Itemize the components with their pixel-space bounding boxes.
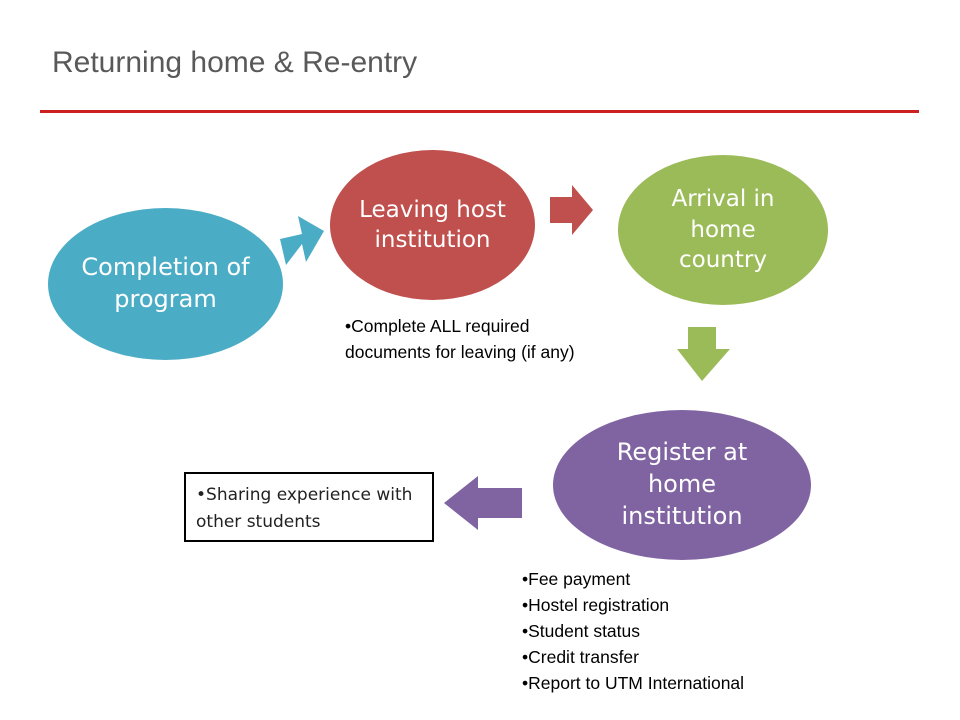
arrow-arrival-to-register [677, 327, 730, 381]
leaving-requirements-note: •Complete ALL required documents for lea… [345, 313, 585, 365]
node-register-label: Register at home institution [616, 438, 748, 530]
node-completion-of-program: Completion of program [48, 208, 283, 360]
node-completion-label: Completion of program [81, 253, 250, 313]
title-underline [40, 110, 919, 113]
leaving-note-text: •Complete ALL required documents for lea… [345, 316, 575, 362]
slide-title: Returning home & Re-entry [52, 46, 418, 79]
sharing-experience-text: •Sharing experience with other students [196, 485, 413, 532]
arrow-completion-to-leaving [280, 216, 324, 265]
arrow-register-to-sharing [444, 476, 522, 530]
register-task-item: •Fee payment [522, 569, 631, 589]
register-task-item: •Report to UTM International [522, 673, 745, 693]
sharing-experience-box: •Sharing experience with other students [184, 472, 434, 542]
node-leaving-label: Leaving host institution [359, 196, 506, 253]
node-arrival-label: Arrival in home country [671, 186, 775, 274]
register-task-item: •Credit transfer [522, 647, 639, 667]
register-task-item: •Hostel registration [522, 595, 670, 615]
register-task-item: •Student status [522, 621, 641, 641]
register-tasks-list: •Fee payment •Hostel registration •Stude… [522, 566, 744, 696]
node-leaving-host-institution: Leaving host institution [330, 150, 535, 300]
node-arrival-home-country: Arrival in home country [618, 155, 828, 305]
arrow-leaving-to-arrival [550, 185, 593, 235]
node-register-home-institution: Register at home institution [553, 410, 811, 560]
